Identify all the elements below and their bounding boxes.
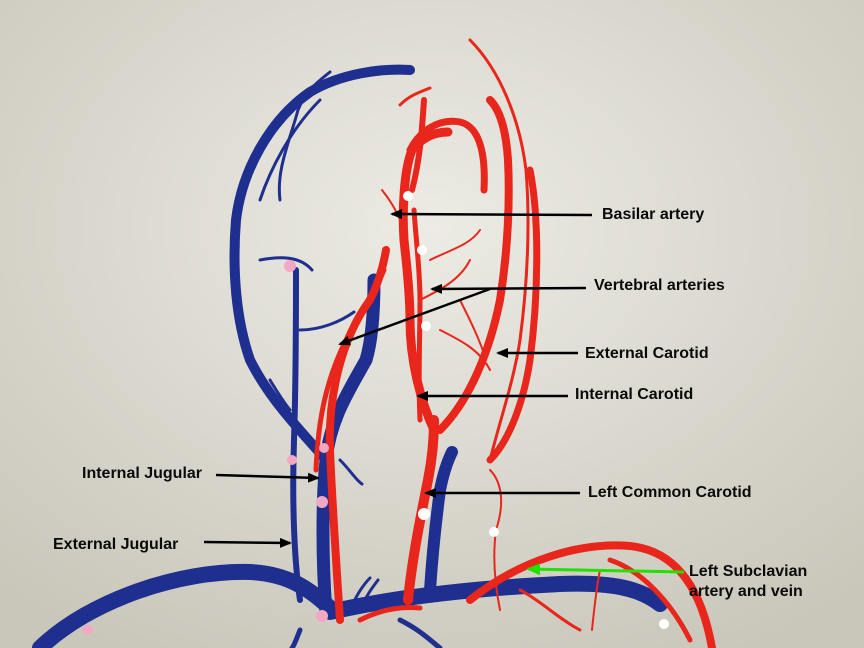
right-subclavian-vein (32, 563, 338, 648)
label-left-subclavian-line1: Left Subclavian (689, 563, 808, 580)
pointer-arrows (203, 209, 593, 548)
left-jugular-vein (424, 446, 458, 596)
label-internal-jugular: Internal Jugular (82, 465, 203, 482)
label-basilar-artery: Basilar artery (602, 206, 705, 223)
arrow-basilar (390, 209, 593, 220)
facial-vein-loop (229, 64, 415, 465)
label-external-carotid: External Carotid (585, 345, 709, 362)
label-vertebral-arteries: Vertebral arteries (594, 277, 725, 294)
arrow-vertebral-left (338, 287, 491, 346)
arrow-vertebral-right (430, 283, 587, 294)
external-jugular-vein (290, 267, 303, 603)
arrow-external-jugular (203, 537, 292, 548)
arrow-internal-jugular (215, 472, 320, 483)
arrow-left-subclavian (526, 563, 685, 576)
label-external-jugular: External Jugular (53, 536, 179, 553)
left-subclavian-artery (466, 541, 716, 648)
external-carotid (436, 96, 513, 434)
label-left-subclavian-line2: artery and vein (689, 583, 803, 600)
left-subclavian-vein (555, 578, 667, 611)
label-internal-carotid: Internal Carotid (575, 386, 694, 403)
label-left-common-carotid: Left Common Carotid (588, 484, 752, 501)
model-tags (83, 191, 669, 635)
veins (32, 64, 668, 648)
